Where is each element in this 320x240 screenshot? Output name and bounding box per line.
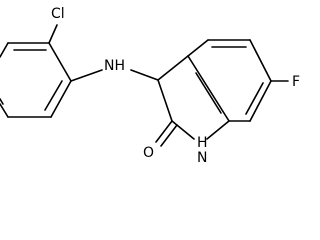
- bond: [187, 55, 230, 122]
- bond-nh-c3: [130, 69, 159, 81]
- bond: [50, 80, 72, 118]
- bond: [249, 80, 272, 122]
- amine-nh-label: NH: [104, 58, 125, 74]
- chlorophenyl-ring: [0, 42, 72, 118]
- ring-nitrogen-n-label: N: [197, 150, 207, 164]
- bond: [48, 42, 72, 82]
- bond-aryl-nh: [70, 69, 103, 82]
- carbonyl-bond-second: [160, 124, 178, 147]
- bond-c3-c3a: [157, 55, 189, 81]
- bond: [0, 103, 9, 118]
- double-bond-inner: [0, 98, 4, 105]
- carbonyl-oxygen-label: O: [143, 145, 154, 161]
- fluorine-atom-label: F: [292, 74, 300, 90]
- bond: [0, 42, 9, 58]
- chlorine-atom-label: Cl: [51, 6, 65, 22]
- molecule-structure-diagram: Cl NH O H N F: [0, 6, 300, 164]
- double-bond-inner: [44, 80, 63, 111]
- bond-c3-c2: [157, 79, 173, 122]
- double-bond-inner: [245, 82, 264, 115]
- benzo-ring: [187, 39, 272, 122]
- bond-c-cl: [48, 24, 58, 44]
- bond: [249, 39, 272, 82]
- ring-nitrogen-h-label: H: [197, 135, 208, 151]
- bond-c2-n1: [171, 120, 195, 140]
- bond-n1-c7a: [206, 120, 230, 140]
- double-bond-inner: [195, 72, 222, 114]
- bond: [187, 39, 209, 57]
- lactam-ring: [157, 55, 230, 140]
- carbonyl-bond: [155, 120, 173, 143]
